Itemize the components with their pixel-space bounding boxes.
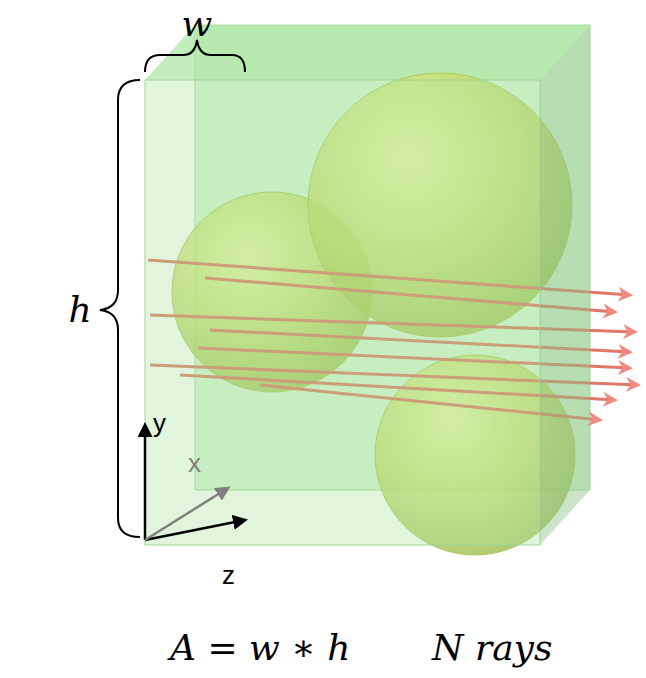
dimension-label: w bbox=[182, 6, 213, 42]
formula: A = w ∗ h bbox=[170, 630, 350, 666]
bounding-box-front bbox=[145, 25, 590, 545]
dimension-label: h bbox=[68, 292, 91, 328]
axes bbox=[145, 425, 245, 540]
width-brace bbox=[145, 40, 245, 72]
axis-label: y bbox=[153, 410, 166, 436]
height-brace bbox=[100, 80, 140, 537]
axis-label: x bbox=[188, 450, 201, 476]
axis-label: z bbox=[222, 562, 235, 588]
caption-note: N rays bbox=[432, 630, 552, 666]
